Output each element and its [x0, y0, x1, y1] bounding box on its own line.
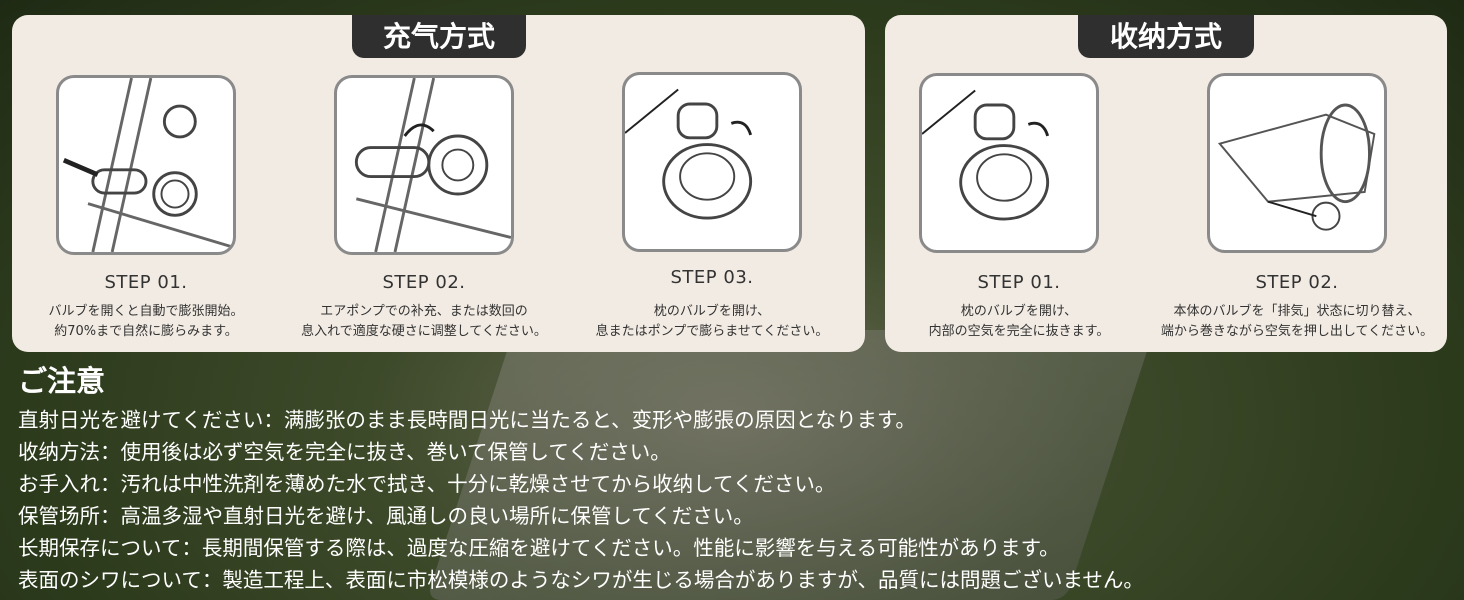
step-description: エアポンプでの补充、または数回の息入れで適度な硬さに调整してください。 [301, 304, 547, 339]
step-description: 枕のバルブを開け、息またはポンプで膨らませてください。 [595, 304, 829, 339]
caution-heading: ご注意 [18, 364, 106, 398]
step-label: STEP 02. [1255, 272, 1339, 293]
step-label: STEP 02. [382, 272, 466, 293]
storage-panel: 收纳方式 STEP 01. 枕のバルブを開け、内部の空気を完全に抜きます。 ST… [885, 15, 1447, 352]
pillow-valve-illustration [622, 72, 802, 252]
step-description: 本体のバルブを「排気」状态に切り替え、端から巻きながら空気を押し出してください。 [1160, 304, 1434, 339]
caution-item: 收纳方法：使用後は必ず空気を完全に抜き、巻いて保管してください。 [18, 440, 671, 464]
inflation-panel: 充气方式 STEP 01. バルブを開くと自動で膨张開始。約70%まで自然に膨ら… [12, 15, 865, 352]
caution-notes: ご注意 直射日光を避けてください：满膨张のまま長時間日光に当たると、变形や膨張の… [18, 358, 1144, 596]
step-description: バルブを開くと自動で膨张開始。約70%まで自然に膨らみます。 [48, 304, 244, 339]
caution-item: 表面のシワについて：製造工程上、表面に市松模様のようなシワが生じる場合があります… [18, 568, 1144, 592]
pump-illustration [334, 75, 514, 255]
caution-item: お手入れ：汚れは中性洗剤を薄めた水で拭き、十分に乾燥させてから收纳してください。 [18, 472, 836, 496]
rolling-mat-illustration [1207, 73, 1387, 253]
caution-item: 长期保存について：長期間保管する際は、過度な圧縮を避けてください。性能に影響を与… [18, 536, 1060, 560]
valve-open-illustration [56, 75, 236, 255]
storage-title: 收纳方式 [1078, 15, 1254, 58]
caution-item: 保管场所：高温多湿や直射日光を避け、風通しの良い場所に保管してください。 [18, 504, 754, 528]
step-description: 枕のバルブを開け、内部の空気を完全に抜きます。 [928, 304, 1110, 339]
step-label: STEP 03. [670, 267, 754, 288]
step-label: STEP 01. [104, 272, 188, 293]
step-label: STEP 01. [977, 272, 1061, 293]
pillow-deflate-illustration [919, 73, 1099, 253]
caution-item: 直射日光を避けてください：满膨张のまま長時間日光に当たると、变形や膨張の原因とな… [18, 408, 916, 432]
inflation-title: 充气方式 [352, 15, 526, 58]
